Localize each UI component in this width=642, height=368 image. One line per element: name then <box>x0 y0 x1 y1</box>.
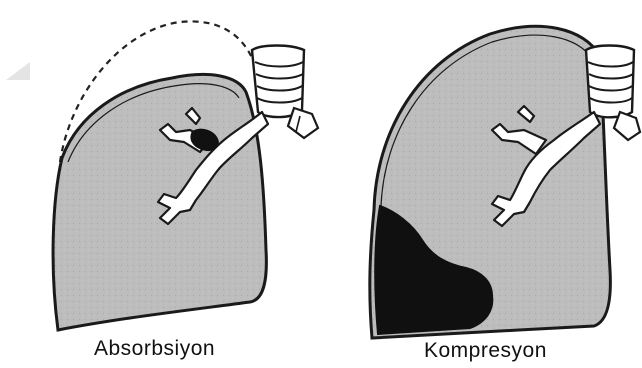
compression-panel <box>370 26 640 338</box>
caption-absorption: Absorbsiyon <box>94 337 215 361</box>
absorption-panel <box>53 21 318 330</box>
corner-mark <box>6 62 30 80</box>
caption-compression: Kompresyon <box>424 339 547 363</box>
